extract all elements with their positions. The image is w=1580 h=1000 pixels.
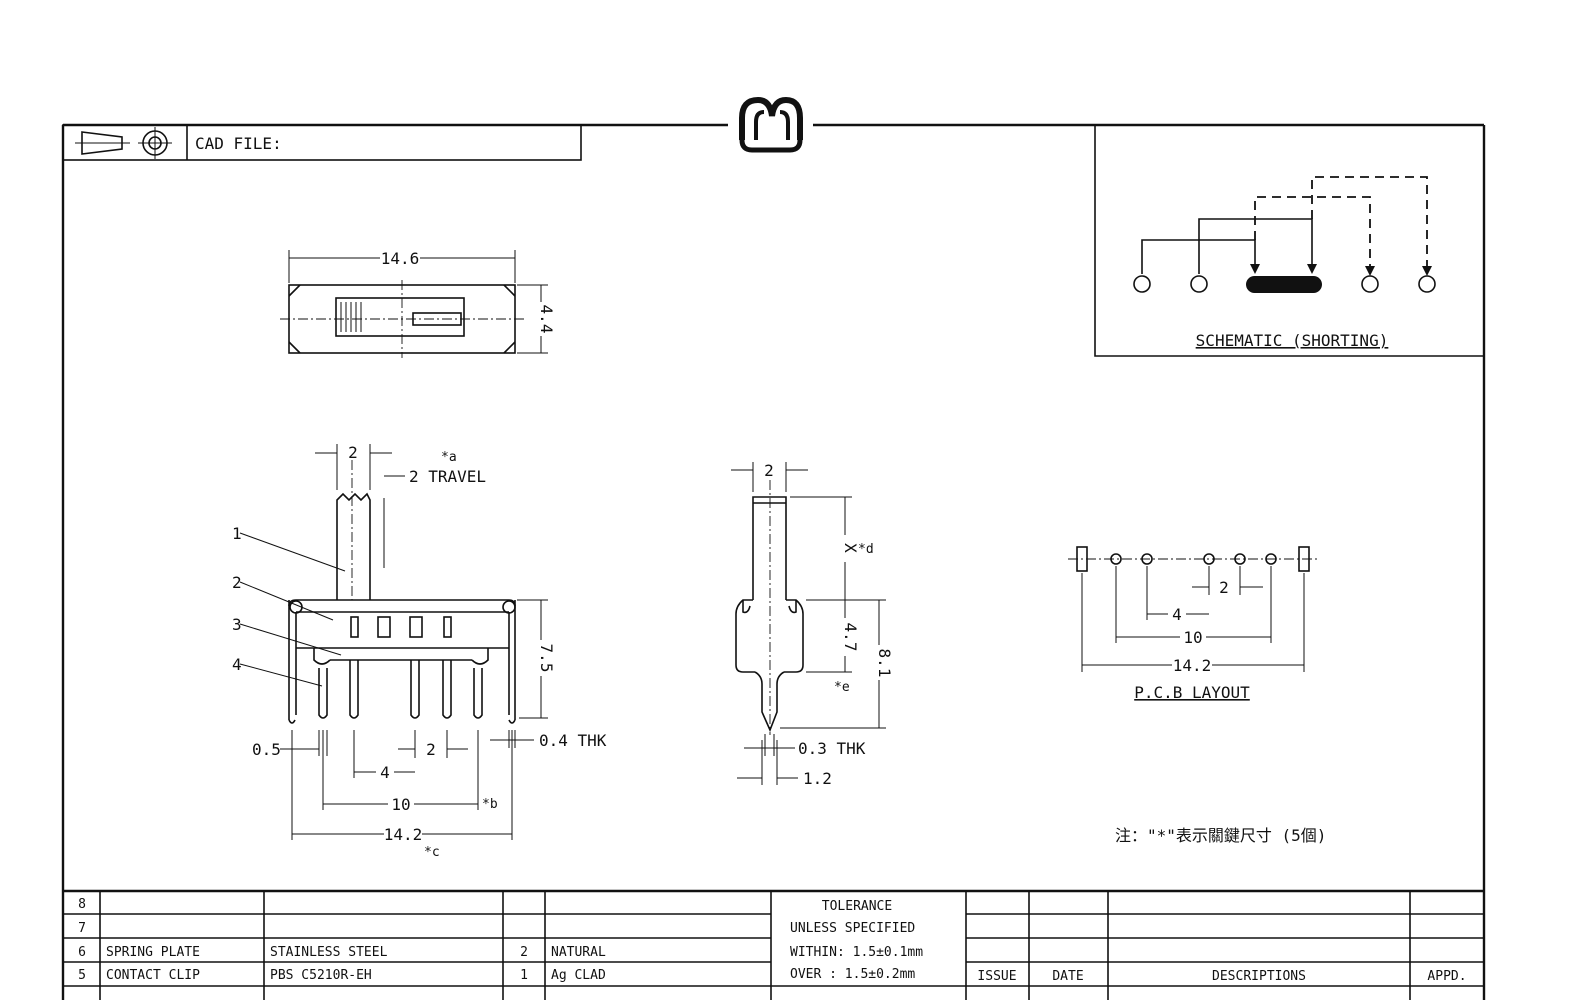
- front-note-a: *a: [441, 450, 457, 465]
- drawing-frame: [61, 123, 1486, 1000]
- cad-header-box: CAD FILE:: [62, 124, 582, 161]
- front-view: 1 2 3 4 2 *a 2 TRAVEL 7.5 0.4 THK 0.5: [232, 443, 607, 860]
- actuator-grip: [340, 302, 362, 332]
- front-total-dim: 14.2: [384, 825, 423, 844]
- critical-dimension-note: 注："*"表示關鍵尺寸 (5個): [1115, 826, 1326, 845]
- part-qty: 2: [520, 945, 528, 960]
- front-pitch-small-dim: 2: [426, 740, 436, 759]
- tolerance-line-2: WITHIN: 1.5±0.1mm: [790, 945, 923, 960]
- part-no: 7: [78, 921, 86, 936]
- projection-cone-icon: [75, 131, 130, 155]
- part-finish: NATURAL: [551, 945, 606, 960]
- callout-4: 4: [232, 655, 242, 674]
- front-pin-dim: 0.5: [252, 740, 281, 759]
- side-width-dim: 2: [764, 461, 774, 480]
- side-x-dim: X: [841, 543, 860, 553]
- side-thk-dim: 0.3 THK: [798, 739, 866, 758]
- cad-file-label: CAD FILE:: [195, 134, 282, 153]
- side-pin-dim: 1.2: [803, 769, 832, 788]
- revision-issue-header: ISSUE: [977, 969, 1016, 984]
- top-height-dim: 4.4: [537, 305, 556, 334]
- top-width-dim: 14.6: [381, 249, 420, 268]
- part-material: STAINLESS STEEL: [270, 945, 388, 960]
- revision-descriptions-header: DESCRIPTIONS: [1212, 969, 1306, 984]
- front-note-b: *b: [482, 797, 498, 812]
- parts-row: 6 SPRING PLATE STAINLESS STEEL 2 NATURAL: [78, 945, 606, 960]
- part-finish: Ag CLAD: [551, 968, 606, 983]
- callout-3: 3: [232, 615, 242, 634]
- callout-2: 2: [232, 573, 242, 592]
- company-logo: [739, 96, 803, 153]
- side-note-d: *d: [858, 542, 874, 557]
- projection-circle-icon: [138, 127, 172, 159]
- part-qty: 1: [520, 968, 528, 983]
- front-actuator-dim: 2: [348, 443, 358, 462]
- parts-row: 5 CONTACT CLIP PBS C5210R-EH 1 Ag CLAD: [78, 968, 606, 983]
- tolerance-title: TOLERANCE: [822, 899, 892, 914]
- front-travel-dim: 2 TRAVEL: [409, 467, 486, 486]
- front-thk-dim: 0.4 THK: [539, 731, 607, 750]
- pcb-total-dim: 14.2: [1173, 656, 1212, 675]
- pcb-caption: P.C.B LAYOUT: [1134, 683, 1250, 702]
- schematic-panel: SCHEMATIC (SHORTING): [1094, 125, 1484, 357]
- part-material: PBS C5210R-EH: [270, 968, 372, 983]
- revision-date-header: DATE: [1052, 969, 1083, 984]
- tolerance-line-3: OVER : 1.5±0.2mm: [790, 967, 915, 982]
- part-name: SPRING PLATE: [106, 945, 200, 960]
- pcb-layout: 2 4 10 14.2 P.C.B LAYOUT: [1068, 546, 1318, 702]
- pcb-pitch-small-dim: 2: [1219, 578, 1229, 597]
- pcb-pitch-dim: 4: [1172, 605, 1182, 624]
- top-view: 14.6 4.4: [280, 249, 556, 358]
- part-no: 8: [78, 897, 86, 912]
- callout-1: 1: [232, 524, 242, 543]
- front-height-dim: 7.5: [537, 644, 556, 673]
- side-body-dim: 4.7: [841, 623, 860, 652]
- front-pitch-dim: 4: [380, 763, 390, 782]
- front-pins: [288, 660, 516, 724]
- front-span-dim: 10: [391, 795, 410, 814]
- parts-row: 8: [78, 897, 86, 912]
- part-name: CONTACT CLIP: [106, 968, 200, 983]
- parts-row: 7: [78, 921, 86, 936]
- side-view: 2 X *d 4.7 *e 8.1 0.3 THK 1.2: [731, 461, 894, 788]
- part-no: 5: [78, 968, 86, 983]
- front-note-c: *c: [424, 845, 440, 860]
- pcb-span-dim: 10: [1183, 628, 1202, 647]
- schematic-caption: SCHEMATIC (SHORTING): [1196, 331, 1389, 350]
- part-no: 6: [78, 945, 86, 960]
- tolerance-line-1: UNLESS SPECIFIED: [790, 921, 915, 936]
- side-note-e: *e: [834, 680, 850, 695]
- title-block: 8 7 6 SPRING PLATE STAINLESS STEEL 2 NAT…: [63, 889, 1484, 1000]
- revision-appd-header: APPD.: [1427, 969, 1466, 984]
- side-total-dim: 8.1: [875, 649, 894, 678]
